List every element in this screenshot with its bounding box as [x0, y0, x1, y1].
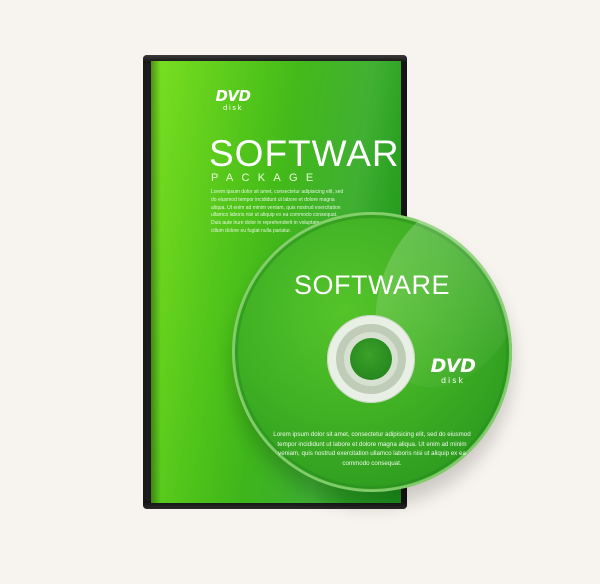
disc-title: SOFTWARE: [294, 270, 450, 300]
disc-dvd-logo: DVD disk: [429, 355, 477, 386]
disc-center-hole: [350, 338, 392, 380]
case-disk-logo-text: disk: [222, 104, 244, 112]
disc-body-text: Lorem ipsum dolor sit amet, consectetur …: [273, 431, 471, 467]
disc-dvd-logo-text: DVD: [430, 355, 476, 377]
case-body-text: Lorem ipsum dolor sit amet, consectetur …: [211, 189, 344, 234]
case-title: SOFTWARE: [209, 133, 401, 174]
case-bottom-edge: [143, 501, 407, 509]
disc-disk-logo-text: disk: [440, 376, 466, 385]
case-dvd-logo-text: DVD: [215, 87, 251, 105]
case-top-edge: [143, 55, 407, 63]
case-dvd-logo: DVD disk: [213, 87, 253, 113]
dvd-disc: SOFTWARE DVD disk Lorem ipsum dolor sit …: [232, 212, 512, 492]
cover-edge-shadow: [151, 61, 161, 503]
case-subtitle: PACKAGE: [211, 172, 322, 184]
